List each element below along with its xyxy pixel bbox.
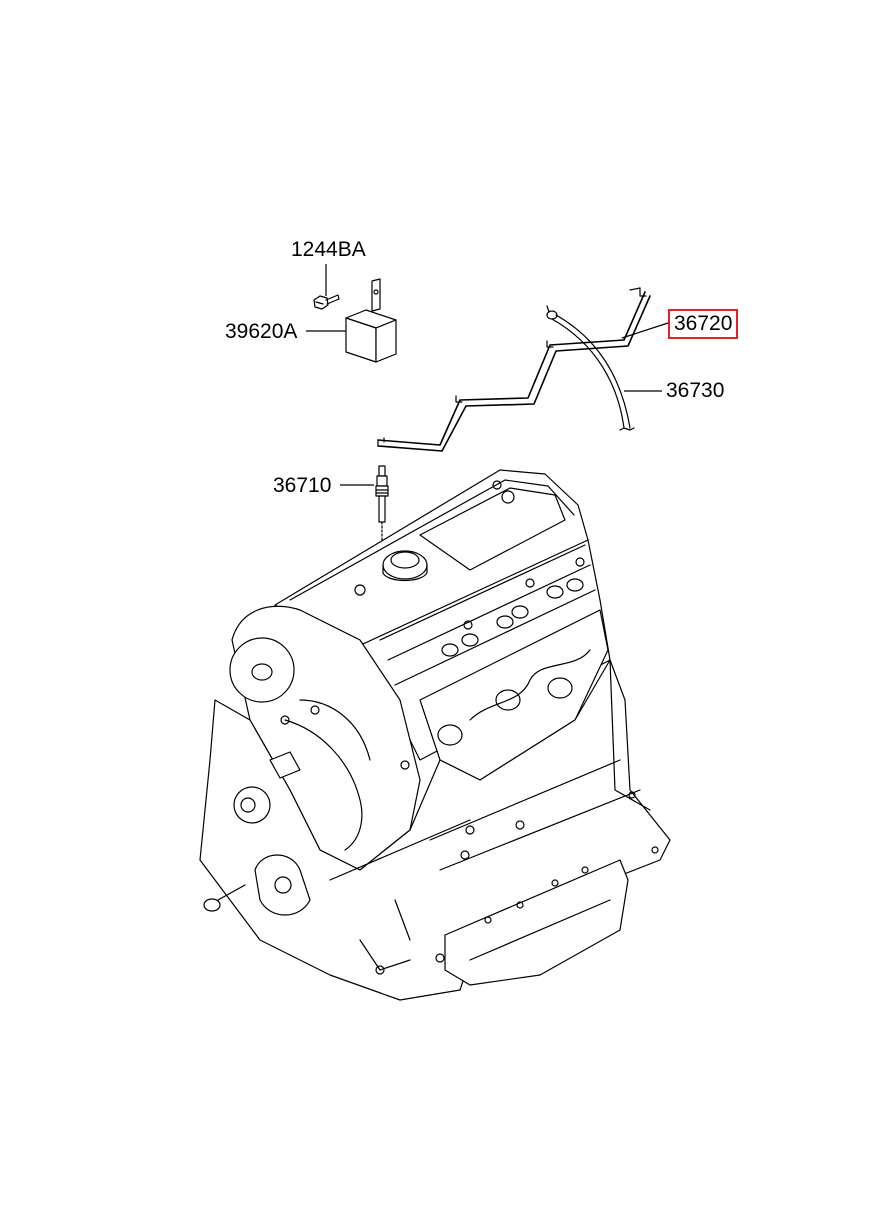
leader-36720 xyxy=(621,322,669,339)
bus-bar-36720 xyxy=(377,287,651,452)
leader-lines xyxy=(306,264,669,486)
relay-39620a xyxy=(345,278,397,363)
wire-36730 xyxy=(546,305,635,431)
part-label-1244ba[interactable]: 1244BA xyxy=(291,238,366,261)
bolt-1244ba xyxy=(313,294,340,310)
part-label-36730[interactable]: 36730 xyxy=(666,379,725,402)
injector-bosses xyxy=(354,557,585,657)
part-label-39620a[interactable]: 39620A xyxy=(225,320,298,343)
part-label-36710[interactable]: 36710 xyxy=(273,474,332,497)
part-label-36720[interactable]: 36720 xyxy=(668,309,739,339)
engine-assembly xyxy=(199,469,671,1001)
